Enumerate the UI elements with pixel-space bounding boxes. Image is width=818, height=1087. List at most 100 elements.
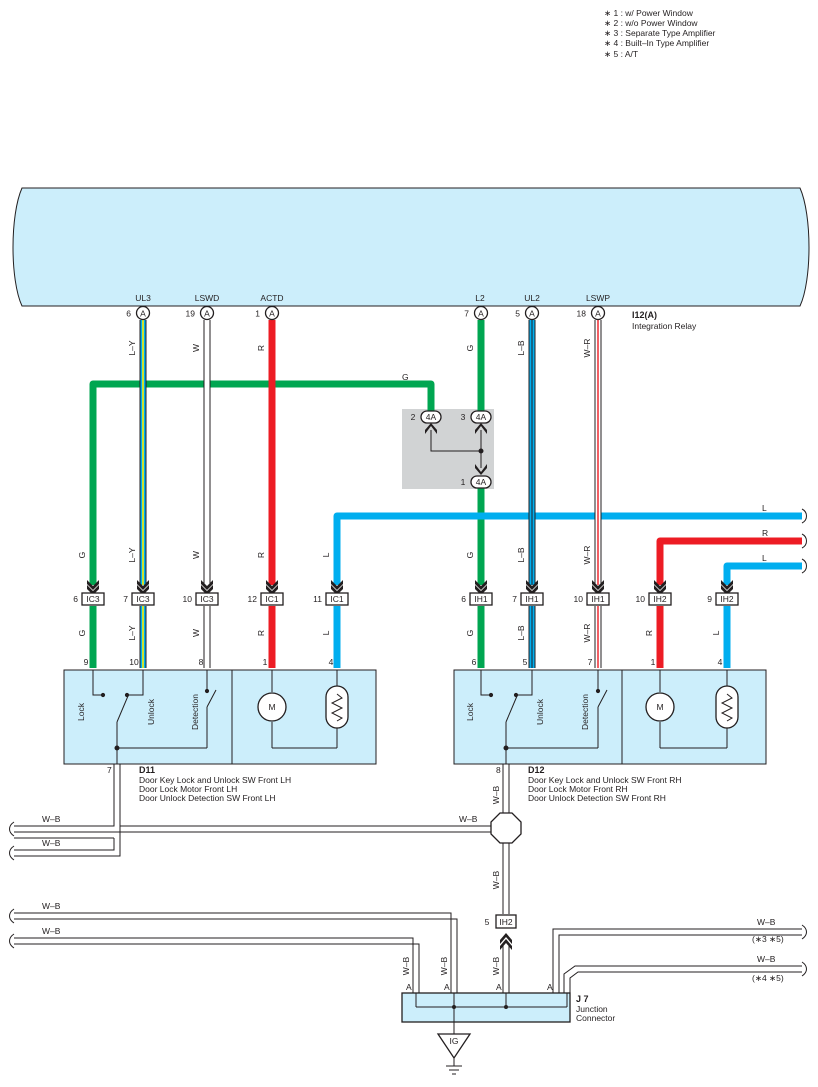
wb-label-4: W–B: [42, 901, 61, 911]
wire-label-w-3: W: [191, 629, 201, 637]
ground-icon: IG: [436, 1022, 472, 1075]
connector-num: 11: [313, 594, 322, 604]
j7-conn-a-1: A: [406, 982, 412, 992]
d11-code: D11: [139, 765, 155, 775]
wb-label-vert-3: W–B: [401, 956, 411, 975]
note-1: ∗ 1 : w/ Power Window: [604, 8, 694, 18]
d12-pin-7: 7: [588, 657, 593, 667]
connector-rh-4: IH2 9: [707, 592, 739, 606]
relay-num-l2: 7: [464, 309, 469, 319]
wire-l-top: [333, 512, 802, 585]
chevron-down-icon: [266, 580, 278, 590]
wb-label-7: W–B: [757, 954, 776, 964]
d12-pin-5: 5: [523, 657, 528, 667]
pin-label-ul3: UL3: [135, 293, 151, 303]
connector-num: 6: [461, 594, 466, 604]
relay-num-ul3: 6: [126, 309, 131, 319]
wire-label-r-right: R: [762, 528, 768, 538]
chevron-down-icon: [654, 580, 666, 590]
relay-num-ul2: 5: [515, 309, 520, 319]
d12-line-2: Door Lock Motor Front RH: [528, 784, 628, 794]
wire-label-wr-1: W–R: [582, 339, 592, 358]
wb-label-vert-5: W–B: [491, 956, 501, 975]
connector-name: IH1: [474, 594, 488, 604]
relay-conn-actd: A: [269, 309, 275, 319]
pin-label-ul2: UL2: [524, 293, 540, 303]
wires: [89, 320, 802, 668]
chevron-down-icon: [87, 580, 99, 590]
wire-g-lh: [89, 380, 435, 585]
wire-label-r-3: R: [256, 630, 266, 636]
wb-label-3: W–B: [459, 814, 478, 824]
wb-label-6: W–B: [757, 917, 776, 927]
relay-code: I12(A): [632, 310, 657, 320]
j7-line-2: Connector: [576, 1013, 615, 1023]
connector-num: 10: [574, 594, 584, 604]
integration-relay-block: [12, 187, 810, 307]
wire-label-ly-1: L–Y: [127, 340, 137, 355]
j4a-pin-1: 1: [461, 477, 466, 487]
j7-code: J 7: [576, 994, 589, 1004]
wire-label-g-5: G: [465, 630, 475, 637]
relay-conn-lswp: A: [595, 309, 601, 319]
wb-label-vert-2: W–B: [491, 870, 501, 889]
wire-label-wr-2: W–R: [582, 546, 592, 565]
wire-label-r-4: R: [644, 630, 654, 636]
d12-pin-4: 4: [718, 657, 723, 667]
d12-unlock-label: Unlock: [535, 698, 545, 725]
d12-component: 6 5 7 1 4 M Lock Unl: [453, 657, 767, 775]
d11-motor-label: M: [268, 702, 275, 712]
connector-name: IC1: [330, 594, 344, 604]
d11-pin-1: 1: [263, 657, 268, 667]
j4a-conn-3: 4A: [476, 412, 487, 422]
connector-rh-2: IH1 10: [574, 592, 610, 606]
connector-name: IH2: [720, 594, 734, 604]
junction-4a-internal: [430, 430, 484, 468]
junction-chevrons: [425, 423, 487, 475]
junction-4a-pills: 4A 2 4A 3 4A 1: [411, 410, 492, 489]
wb-labels: W–B W–B W–B W–B W–B W–B W–B (∗3 ∗5) (∗4 …: [42, 785, 784, 983]
ih2-bottom-connector: IH2 5: [485, 914, 517, 950]
wire-label-lb-2: L–B: [516, 547, 526, 562]
wb-label-vert-4: W–B: [439, 956, 449, 975]
chevron-down-icon: [526, 580, 538, 590]
wire-label-g-4: G: [77, 630, 87, 637]
d12-pin-1: 1: [651, 657, 656, 667]
wb-label-5: W–B: [42, 926, 61, 936]
ih2-bottom-name: IH2: [499, 917, 513, 927]
j7-conn-a-4: A: [547, 982, 553, 992]
wire-label-l-2: L: [321, 552, 331, 557]
pin-label-lswp: LSWP: [586, 293, 610, 303]
wb-label-1: W–B: [42, 814, 61, 824]
pin-label-l2: L2: [475, 293, 485, 303]
connector-num: 9: [707, 594, 712, 604]
chevron-down-icon: [475, 580, 487, 590]
relay-conn-ul3: A: [140, 309, 146, 319]
d11-pin-10: 10: [129, 657, 139, 667]
d12-pin-8: 8: [496, 765, 501, 775]
connector-name: IC1: [265, 594, 279, 604]
connector-chevrons: [87, 580, 733, 595]
wire-label-r-1: R: [256, 345, 266, 351]
relay-name: Integration Relay: [632, 321, 697, 331]
d11-line-3: Door Unlock Detection SW Front LH: [139, 793, 276, 803]
wire-break-marks: [801, 508, 807, 574]
connector-num: 7: [512, 594, 517, 604]
wire-label-ly-2: L–Y: [127, 547, 137, 562]
ground-label: IG: [450, 1036, 459, 1046]
relay-conn-ul2: A: [529, 309, 535, 319]
wire-label-l-top: L: [762, 503, 767, 513]
d11-pin-8: 8: [199, 657, 204, 667]
d11-pin-7: 7: [107, 765, 112, 775]
connector-name: IH2: [653, 594, 667, 604]
wire-label-g-top: G: [402, 372, 409, 382]
d11-pin-4: 4: [329, 657, 334, 667]
note-3: ∗ 3 : Separate Type Amplifier: [604, 28, 716, 38]
pin-label-actd: ACTD: [260, 293, 283, 303]
j4a-conn-1: 4A: [476, 477, 487, 487]
connector-name: IH1: [591, 594, 605, 604]
